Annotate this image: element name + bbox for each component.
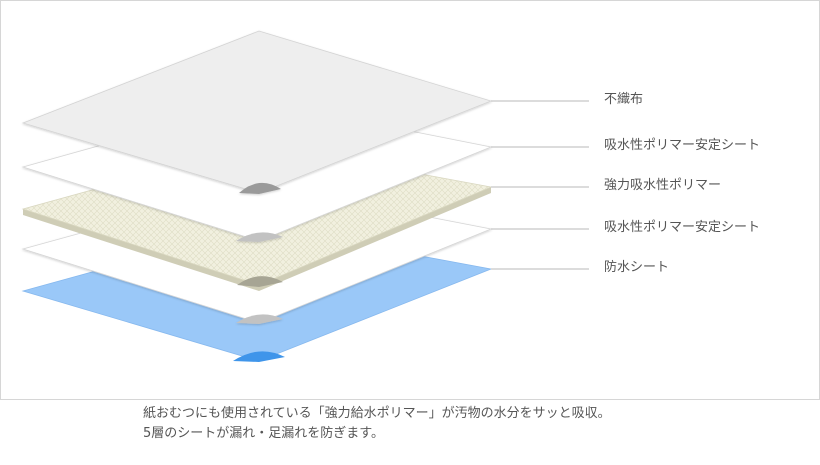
label-polymer-stabilizing-sheet-upper: 吸水性ポリマー安定シート	[604, 138, 761, 153]
diagram-frame: 不織布 吸水性ポリマー安定シート 強力吸水性ポリマー 吸水性ポリマー安定シート …	[0, 0, 820, 400]
caption-line-2: 5層のシートが漏れ・足漏れを防ぎます。	[143, 426, 384, 441]
label-polymer-stabilizing-sheet-lower: 吸水性ポリマー安定シート	[604, 220, 761, 235]
caption-line-1: 紙おむつにも使用されている「強力給水ポリマー」が汚物の水分をサッと吸収。	[143, 406, 611, 421]
layer-stack-diagram	[21, 30, 589, 362]
label-non-woven-fabric: 不織布	[604, 92, 644, 107]
label-waterproof-sheet: 防水シート	[604, 260, 670, 275]
caption: 紙おむつにも使用されている「強力給水ポリマー」が汚物の水分をサッと吸収。 5層の…	[143, 404, 611, 444]
label-super-absorbent-polymer: 強力吸水性ポリマー	[604, 178, 722, 193]
